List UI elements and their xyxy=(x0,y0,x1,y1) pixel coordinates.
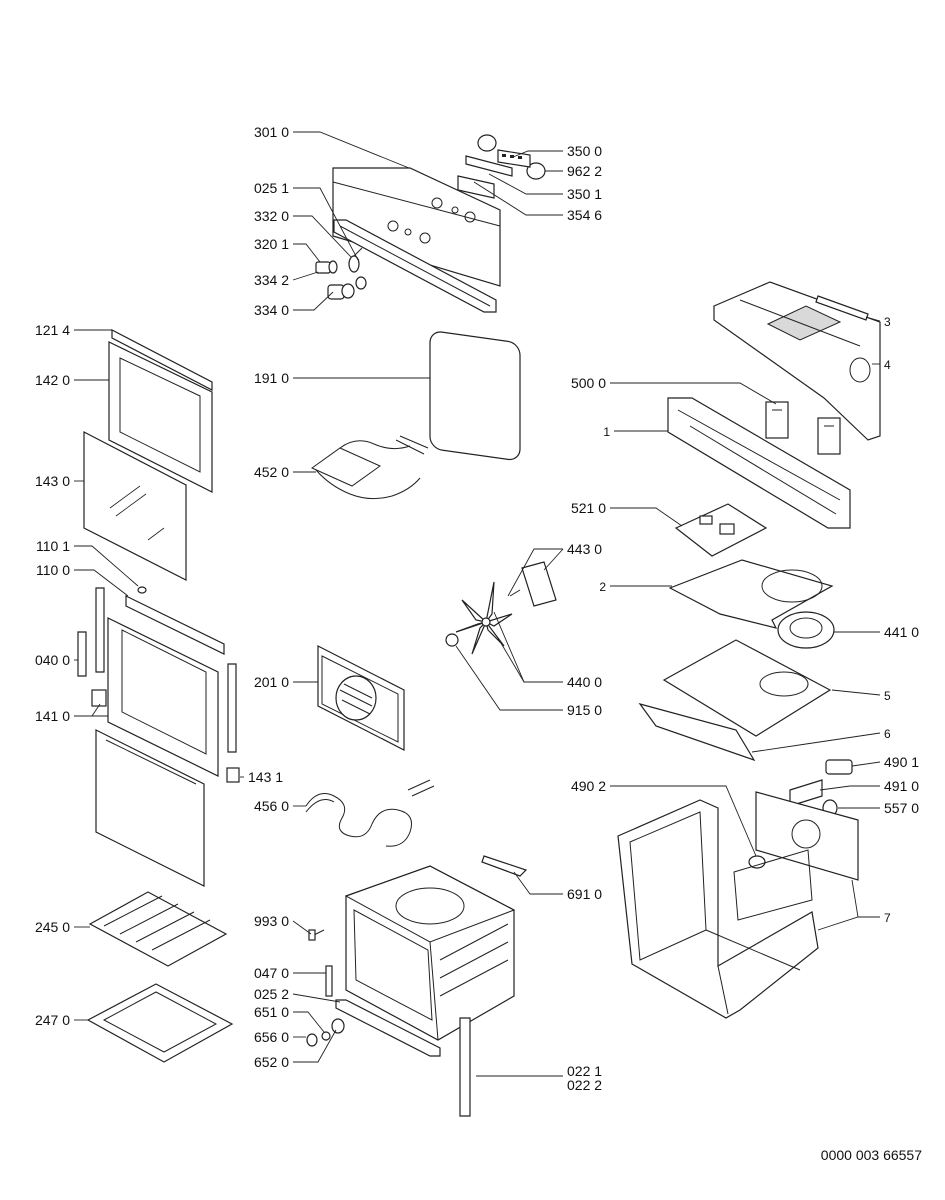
callout-651-0: 651 0 xyxy=(254,1004,289,1020)
callout-6: 6 xyxy=(884,727,891,741)
callout-915-0: 915 0 xyxy=(567,702,602,718)
callout-025-1: 025 1 xyxy=(254,180,289,196)
callout-047-0: 047 0 xyxy=(254,965,289,981)
callout-142-0: 142 0 xyxy=(35,372,70,388)
oven-cavity-part xyxy=(335,865,516,1057)
fan-motor-parts xyxy=(445,561,557,655)
callout-320-1: 320 1 xyxy=(254,236,289,252)
switch-knob-parts xyxy=(315,247,367,300)
callout-143-1: 143 1 xyxy=(248,769,283,785)
callout-4: 4 xyxy=(884,358,891,372)
callout-022-2: 022 2 xyxy=(567,1077,602,1093)
top-cover-part xyxy=(713,281,881,441)
callout-3: 3 xyxy=(884,315,891,329)
callout-350-0: 350 0 xyxy=(567,143,602,159)
callout-110-0: 110 0 xyxy=(36,562,70,578)
callout-2: 2 xyxy=(599,580,606,594)
callout-5: 5 xyxy=(884,689,891,703)
door-outer-parts xyxy=(108,329,213,493)
callout-691-0: 691 0 xyxy=(567,886,602,902)
callout-350-1: 350 1 xyxy=(567,186,602,202)
callout-022-1: 022 1 xyxy=(567,1063,602,1079)
callout-143-0: 143 0 xyxy=(35,473,70,489)
callout-500-0: 500 0 xyxy=(571,375,606,391)
door-gasket-part xyxy=(429,331,521,461)
callout-141-0: 141 0 xyxy=(35,708,70,724)
callout-993-0: 993 0 xyxy=(254,913,289,929)
callout-110-1: 110 1 xyxy=(36,538,70,554)
callout-247-0: 247 0 xyxy=(35,1012,70,1028)
callout-121-4: 121 4 xyxy=(35,322,70,338)
door-back-panel xyxy=(95,729,205,887)
callout-521-0: 521 0 xyxy=(571,500,606,516)
callout-443-0: 443 0 xyxy=(567,541,602,557)
callout-490-2: 490 2 xyxy=(571,778,606,794)
door-inner-parts xyxy=(77,586,240,783)
wire-rack-part xyxy=(88,891,228,967)
callout-962-2: 962 2 xyxy=(567,163,602,179)
callout-332-0: 332 0 xyxy=(254,208,289,224)
knob-and-display-parts xyxy=(457,134,546,199)
callout-040-0: 040 0 xyxy=(35,652,70,668)
callout-441-0: 441 0 xyxy=(884,624,919,640)
callout-334-2: 334 2 xyxy=(254,272,289,288)
bottom-plate-part xyxy=(638,639,832,762)
callout-490-1: 490 1 xyxy=(884,754,919,770)
bottom-heater-part xyxy=(305,779,435,847)
callout-201-0: 201 0 xyxy=(254,674,289,690)
callout-440-0: 440 0 xyxy=(567,674,602,690)
document-number: 0000 003 66557 xyxy=(821,1147,922,1163)
callout-1: 1 xyxy=(603,425,610,439)
callout-456-0: 456 0 xyxy=(254,798,289,814)
baking-tray-part xyxy=(86,983,234,1063)
control-module-part xyxy=(765,401,841,455)
leader-lines xyxy=(74,131,881,1077)
fan-housing-plate-part xyxy=(668,559,835,649)
front-frame-part xyxy=(667,397,851,529)
grill-heater-part xyxy=(311,435,429,500)
callout-652-0: 652 0 xyxy=(254,1054,289,1070)
side-rail-and-small-parts xyxy=(306,855,528,1117)
pcb-board-part xyxy=(674,503,768,557)
callout-491-0: 491 0 xyxy=(884,778,919,794)
callout-191-0: 191 0 xyxy=(254,370,289,386)
rear-panel-parts xyxy=(755,759,859,881)
outer-housing-part xyxy=(617,799,819,1019)
callout-334-0: 334 0 xyxy=(254,302,289,318)
callout-labels: 301 0 025 1 332 0 320 1 334 2 334 0 350 … xyxy=(35,124,922,1163)
callout-354-6: 354 6 xyxy=(567,207,602,223)
callout-452-0: 452 0 xyxy=(254,464,289,480)
rear-fan-cover-part xyxy=(317,645,405,751)
callout-7: 7 xyxy=(884,911,891,925)
callout-656-0: 656 0 xyxy=(254,1029,289,1045)
inner-glass-part xyxy=(83,431,187,581)
callout-245-0: 245 0 xyxy=(35,919,70,935)
control-panel-part xyxy=(332,167,501,313)
callout-025-2: 025 2 xyxy=(254,986,289,1002)
callout-557-0: 557 0 xyxy=(884,800,919,816)
callout-301-0: 301 0 xyxy=(254,124,289,140)
